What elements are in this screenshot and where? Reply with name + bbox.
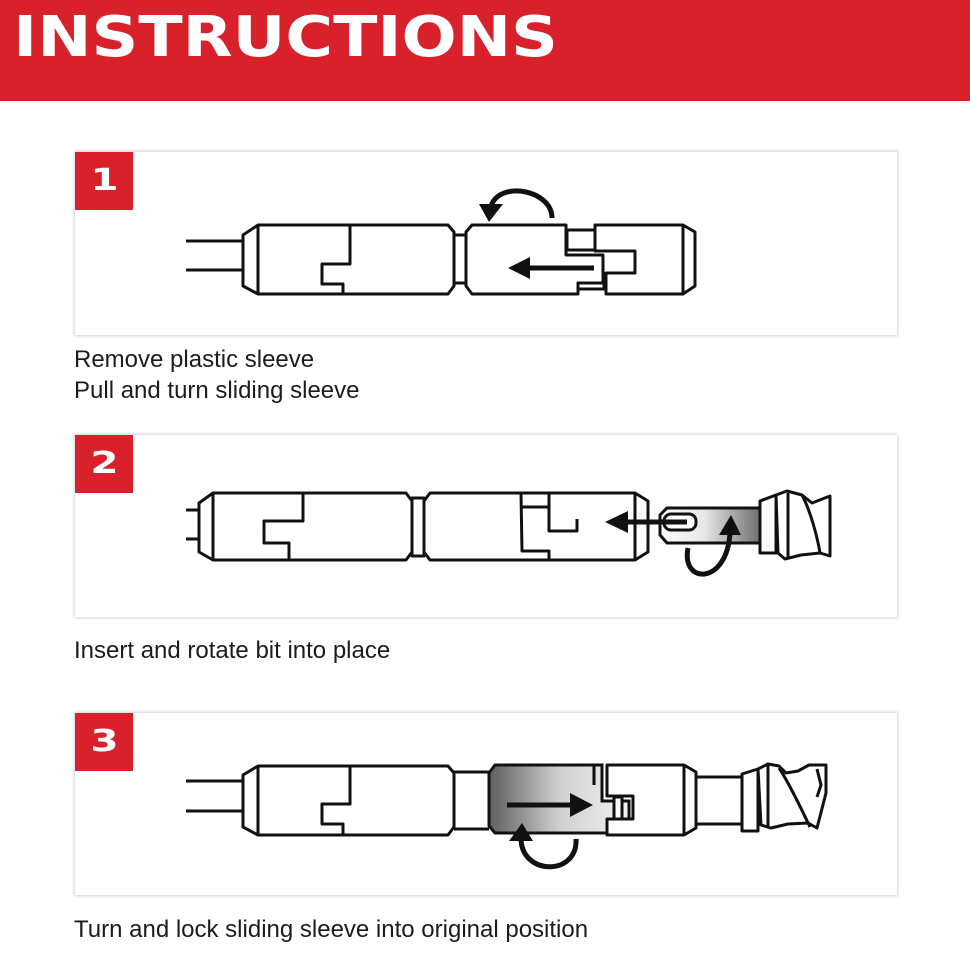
step-1-card: 1 (75, 152, 897, 335)
rotate-arrow-icon (684, 515, 741, 577)
step-2-card: 2 (75, 435, 897, 617)
step-2-caption: Insert and rotate bit into place (74, 635, 390, 666)
step-3-illustration (186, 762, 828, 870)
rotate-arrow-icon (509, 823, 579, 870)
drill-bit-head (758, 489, 832, 561)
insert-arrow-icon (605, 511, 687, 533)
bit-shank (658, 506, 762, 545)
step-1-illustration (186, 188, 697, 296)
step-number: 3 (89, 724, 119, 759)
instructions-header: INSTRUCTIONS (0, 0, 970, 101)
caption-line: Remove plastic sleeve (74, 346, 315, 373)
step-1-caption: Remove plastic sleeve Pull and turn slid… (74, 344, 360, 406)
page-title: INSTRUCTIONS (13, 5, 558, 70)
caption-line: Turn and lock sliding sleeve into origin… (74, 916, 589, 943)
step-2-illustration (186, 489, 832, 577)
step-number: 1 (89, 163, 119, 198)
step-number: 2 (89, 446, 119, 481)
step-2-badge: 2 (75, 435, 133, 493)
step-3-badge: 3 (75, 713, 133, 771)
step-1-badge: 1 (75, 152, 133, 210)
caption-line: Pull and turn sliding sleeve (74, 377, 360, 404)
step-3-card: 3 (75, 713, 897, 895)
caption-line: Insert and rotate bit into place (74, 637, 391, 664)
pull-arrow-icon (508, 257, 594, 279)
slide-arrow-icon (507, 793, 593, 817)
step-3-caption: Turn and lock sliding sleeve into origin… (74, 914, 588, 945)
rotate-arrow-icon (479, 188, 555, 222)
